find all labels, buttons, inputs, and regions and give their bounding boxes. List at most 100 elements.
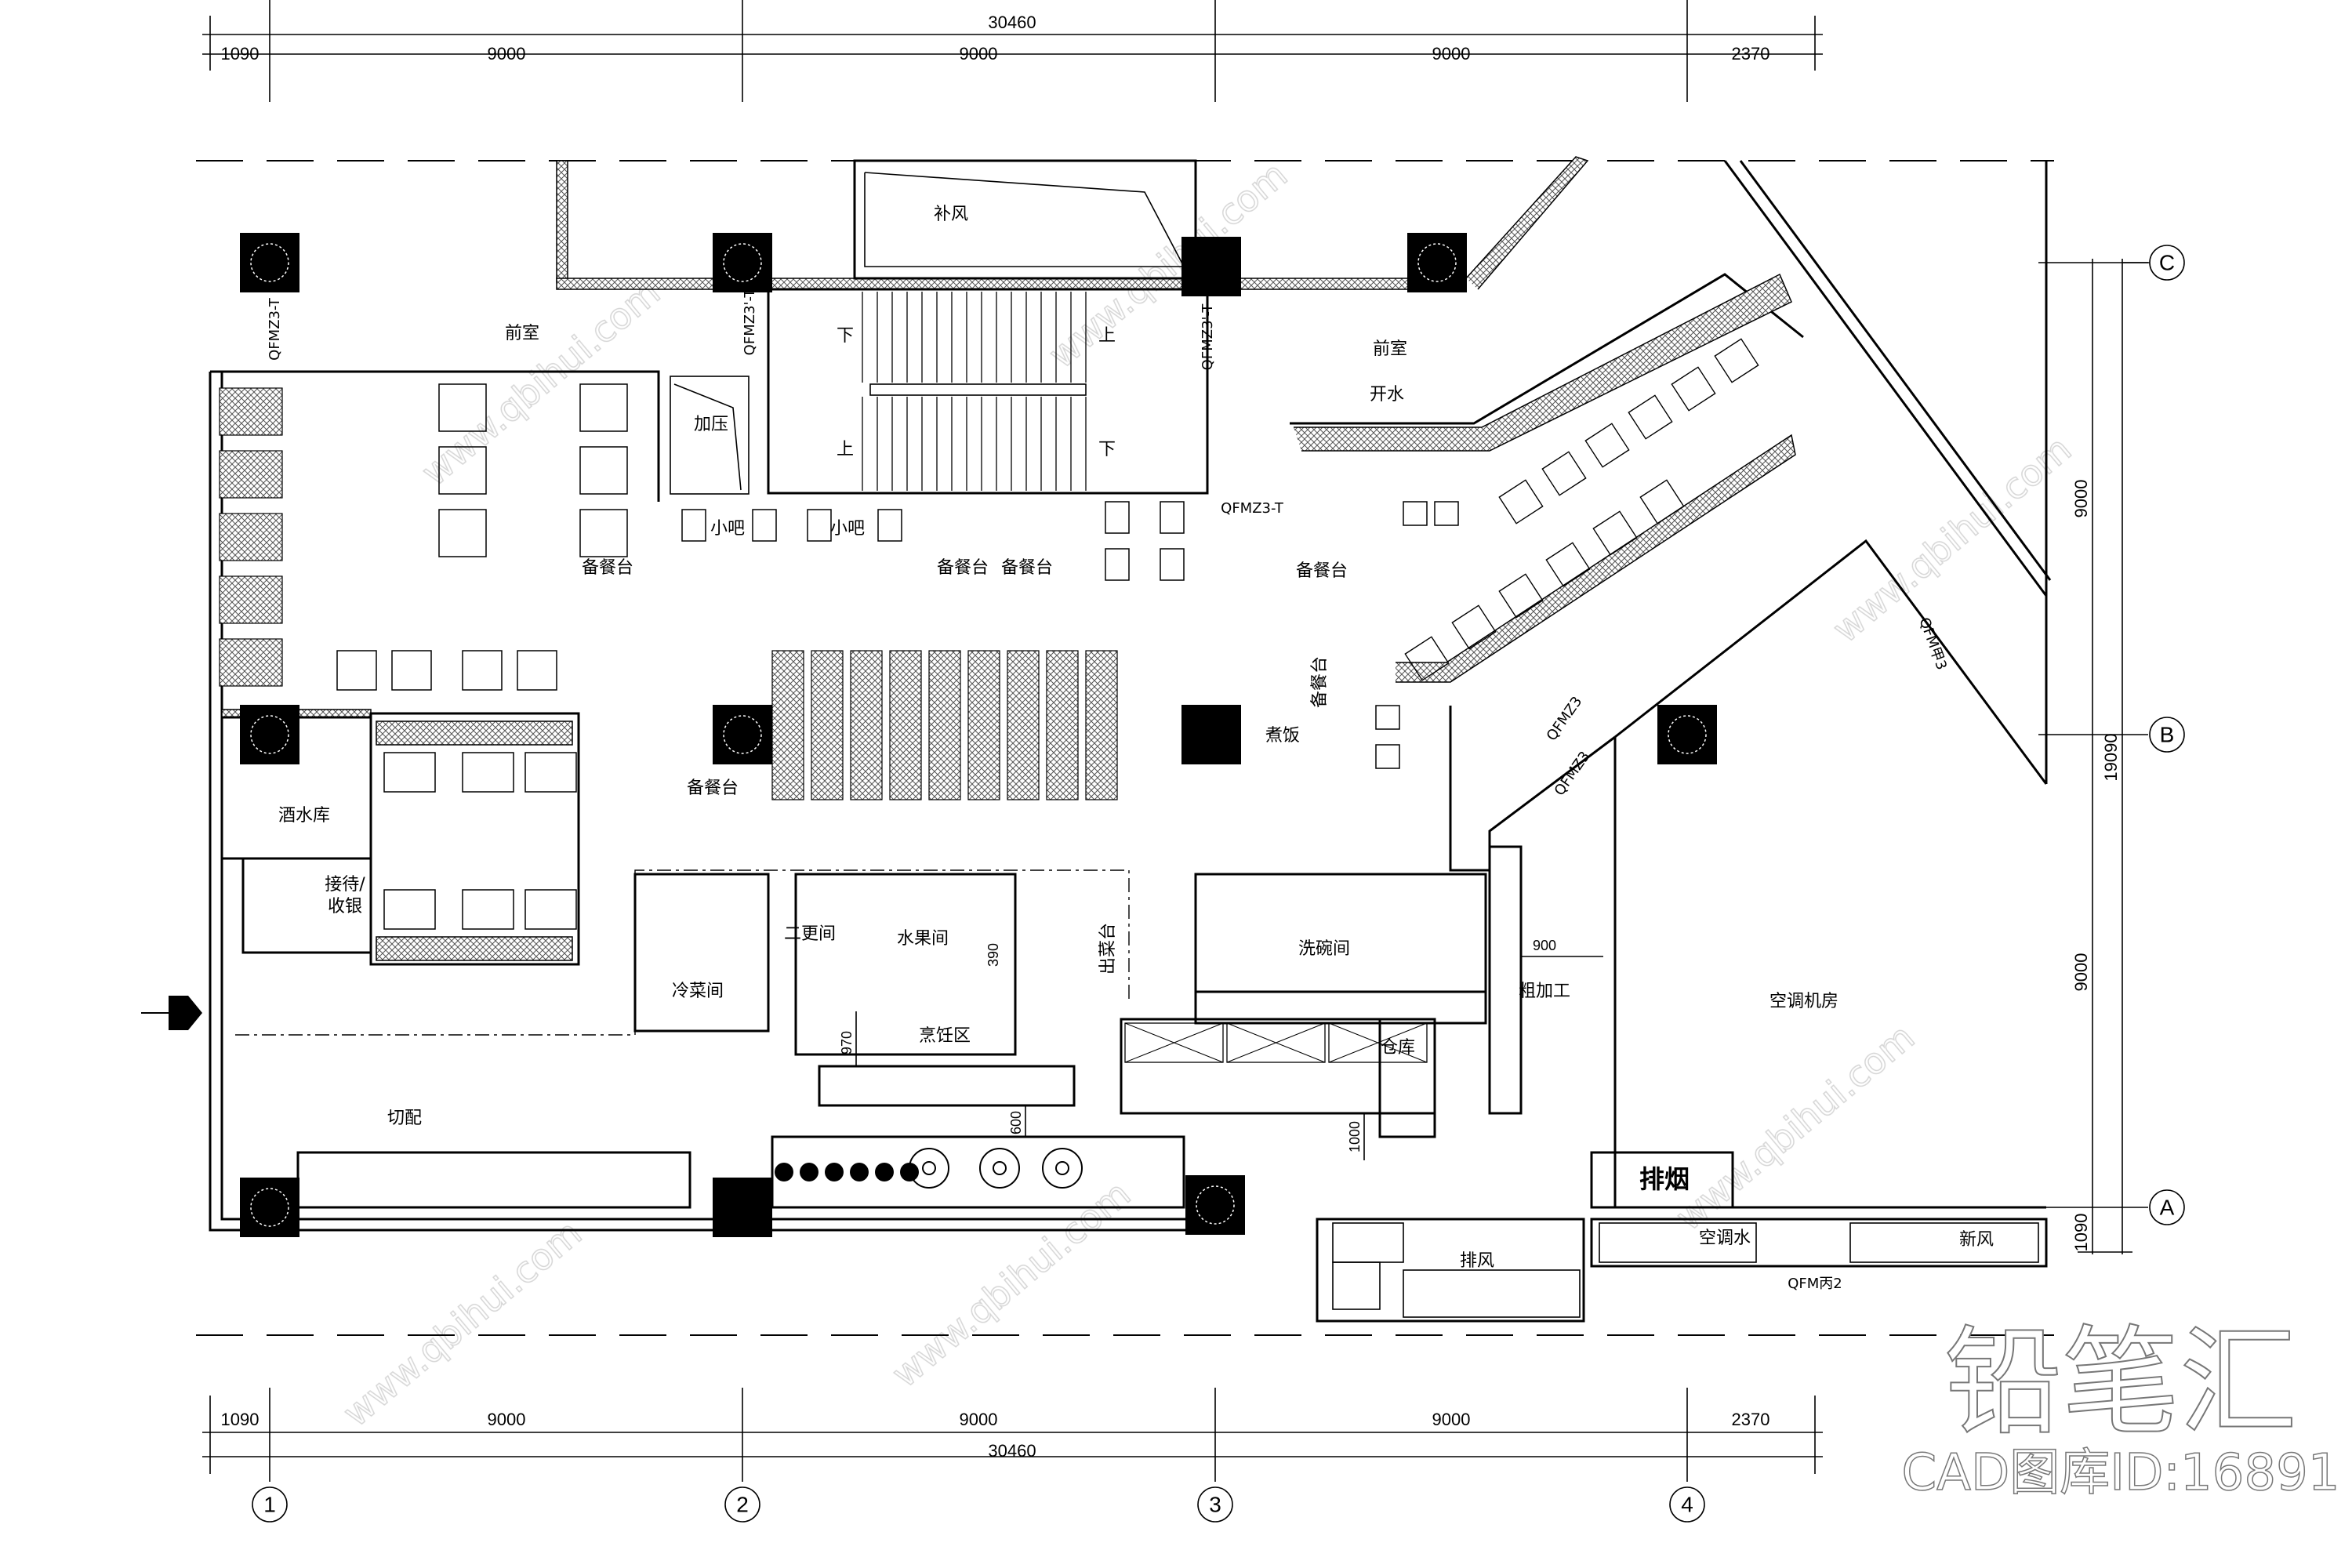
dining-table bbox=[579, 509, 628, 557]
label-prep-station: 备餐台 bbox=[687, 779, 739, 798]
door-tag: QFMZ3-T bbox=[267, 297, 283, 361]
dim-segment: 9000 bbox=[960, 44, 998, 64]
dim-segment: 1090 bbox=[221, 44, 260, 64]
dim-segment: 9000 bbox=[488, 1410, 526, 1429]
dining-table bbox=[383, 889, 436, 930]
watermark-logo: 铅笔汇 CAD图库ID:16891 bbox=[1901, 1314, 2341, 1503]
dining-table bbox=[336, 650, 377, 691]
dim-segment: 1090 bbox=[221, 1410, 260, 1429]
watermark-site: www.qbihui.com bbox=[1040, 153, 1295, 376]
dining-table bbox=[438, 509, 487, 557]
axis-label: B bbox=[2160, 723, 2175, 747]
dining-table bbox=[1498, 573, 1544, 619]
label-prep-station: 备餐台 bbox=[1296, 561, 1348, 581]
label-fresh-air: 新风 bbox=[1959, 1230, 1994, 1250]
structural-column bbox=[1181, 705, 1241, 764]
dim-segment: 9000 bbox=[1432, 1410, 1471, 1429]
door-tag: QFMZ3 bbox=[1544, 694, 1586, 744]
structural-column bbox=[1657, 705, 1717, 764]
label-prep-station: 备餐台 bbox=[1310, 656, 1330, 708]
dining-table bbox=[1160, 501, 1185, 534]
column-duct-circle bbox=[250, 1188, 289, 1227]
label-smoke-exhaust: 排烟 bbox=[1639, 1164, 1690, 1194]
label-cashier: 收银 bbox=[328, 897, 362, 916]
wok-burner bbox=[1042, 1148, 1083, 1189]
dim-segment: 9000 bbox=[2071, 953, 2091, 992]
burner bbox=[775, 1163, 793, 1181]
door-tag: QFMZ3'-T bbox=[742, 289, 758, 356]
label-small-bar: 小吧 bbox=[710, 519, 745, 539]
dining-table bbox=[1160, 548, 1185, 581]
label-reception: 接待/ bbox=[325, 875, 365, 895]
dining-table bbox=[807, 509, 832, 542]
dining-table bbox=[1671, 366, 1716, 412]
booth-seat bbox=[928, 650, 961, 800]
wok-burner-center bbox=[1055, 1161, 1069, 1175]
axis-label: 1 bbox=[263, 1493, 276, 1517]
dining-table bbox=[1105, 501, 1130, 534]
structural-column bbox=[1407, 233, 1467, 292]
axis-label: 2 bbox=[736, 1493, 749, 1517]
dining-table bbox=[752, 509, 777, 542]
dining-table bbox=[1375, 705, 1400, 730]
label-stair-down: 下 bbox=[1098, 440, 1116, 459]
label-front-room: 前室 bbox=[1373, 339, 1407, 359]
dining-table bbox=[1498, 479, 1544, 524]
dining-table bbox=[1584, 423, 1630, 468]
structural-column bbox=[240, 705, 299, 764]
column-duct-circle bbox=[250, 243, 289, 282]
dining-table bbox=[1639, 479, 1685, 524]
dining-table bbox=[383, 752, 436, 793]
dining-table bbox=[462, 889, 514, 930]
booth-seat bbox=[219, 638, 283, 687]
axis-label: C bbox=[2159, 251, 2175, 275]
dining-table bbox=[1592, 510, 1638, 556]
label-fruit-room: 水果间 bbox=[897, 929, 949, 949]
booth-seat bbox=[967, 650, 1000, 800]
prep-counter-x bbox=[1328, 1022, 1428, 1063]
booth-seat bbox=[219, 513, 283, 561]
watermark-site: www.qbihui.com bbox=[884, 1172, 1138, 1396]
prep-counter bbox=[1226, 1022, 1326, 1063]
label-second-changing: 二更间 bbox=[784, 924, 836, 944]
dining-table bbox=[1434, 501, 1459, 526]
label-cutting: 切配 bbox=[387, 1109, 422, 1128]
door-tag: QFM丙2 bbox=[1788, 1276, 1842, 1292]
door-tag: QFMZ3'-T bbox=[1200, 303, 1216, 371]
column-duct-circle bbox=[1417, 243, 1457, 282]
dining-table bbox=[462, 650, 503, 691]
dining-table bbox=[1541, 451, 1587, 496]
walls bbox=[209, 156, 2052, 1323]
dining-table bbox=[1375, 744, 1400, 769]
label-rough-processing: 粗加工 bbox=[1519, 982, 1570, 1001]
label-water: 开水 bbox=[1370, 385, 1404, 405]
dining-table bbox=[681, 509, 706, 542]
dining-table bbox=[438, 446, 487, 495]
label-ac-water: 空调水 bbox=[1699, 1229, 1751, 1248]
label-cold-dish-room: 冷菜间 bbox=[672, 982, 724, 1001]
label-dishwashing: 洗碗间 bbox=[1298, 939, 1350, 959]
entrance-arrow-icon bbox=[141, 996, 202, 1030]
axis-label: 3 bbox=[1209, 1493, 1221, 1517]
dim-segment: 2370 bbox=[1732, 1410, 1770, 1429]
booth-seat bbox=[219, 450, 283, 499]
top-dimensions: 30460 1090 9000 9000 9000 2370 bbox=[202, 0, 1823, 102]
watermark-id: CAD图库ID:16891 bbox=[1901, 1444, 2339, 1502]
structural-column bbox=[713, 1178, 772, 1237]
dining-table bbox=[524, 752, 577, 793]
label-stair-up: 上 bbox=[837, 440, 854, 459]
wok-burner bbox=[979, 1148, 1020, 1189]
prep-counter-x bbox=[1124, 1022, 1224, 1063]
dim-total: 19090 bbox=[2101, 733, 2121, 781]
label-wine-storage: 酒水库 bbox=[278, 806, 330, 826]
wok-burner bbox=[909, 1148, 949, 1189]
label-serving-counter: 出菜台 bbox=[1098, 923, 1118, 975]
watermark-site: www.qbihui.com bbox=[335, 1211, 590, 1435]
booth-seat bbox=[219, 387, 283, 436]
label-front-room: 前室 bbox=[505, 324, 539, 343]
label-prep-station: 备餐台 bbox=[937, 558, 989, 578]
label-exhaust-air: 排风 bbox=[1460, 1251, 1494, 1271]
burner bbox=[825, 1163, 844, 1181]
booth-seat bbox=[219, 575, 283, 624]
